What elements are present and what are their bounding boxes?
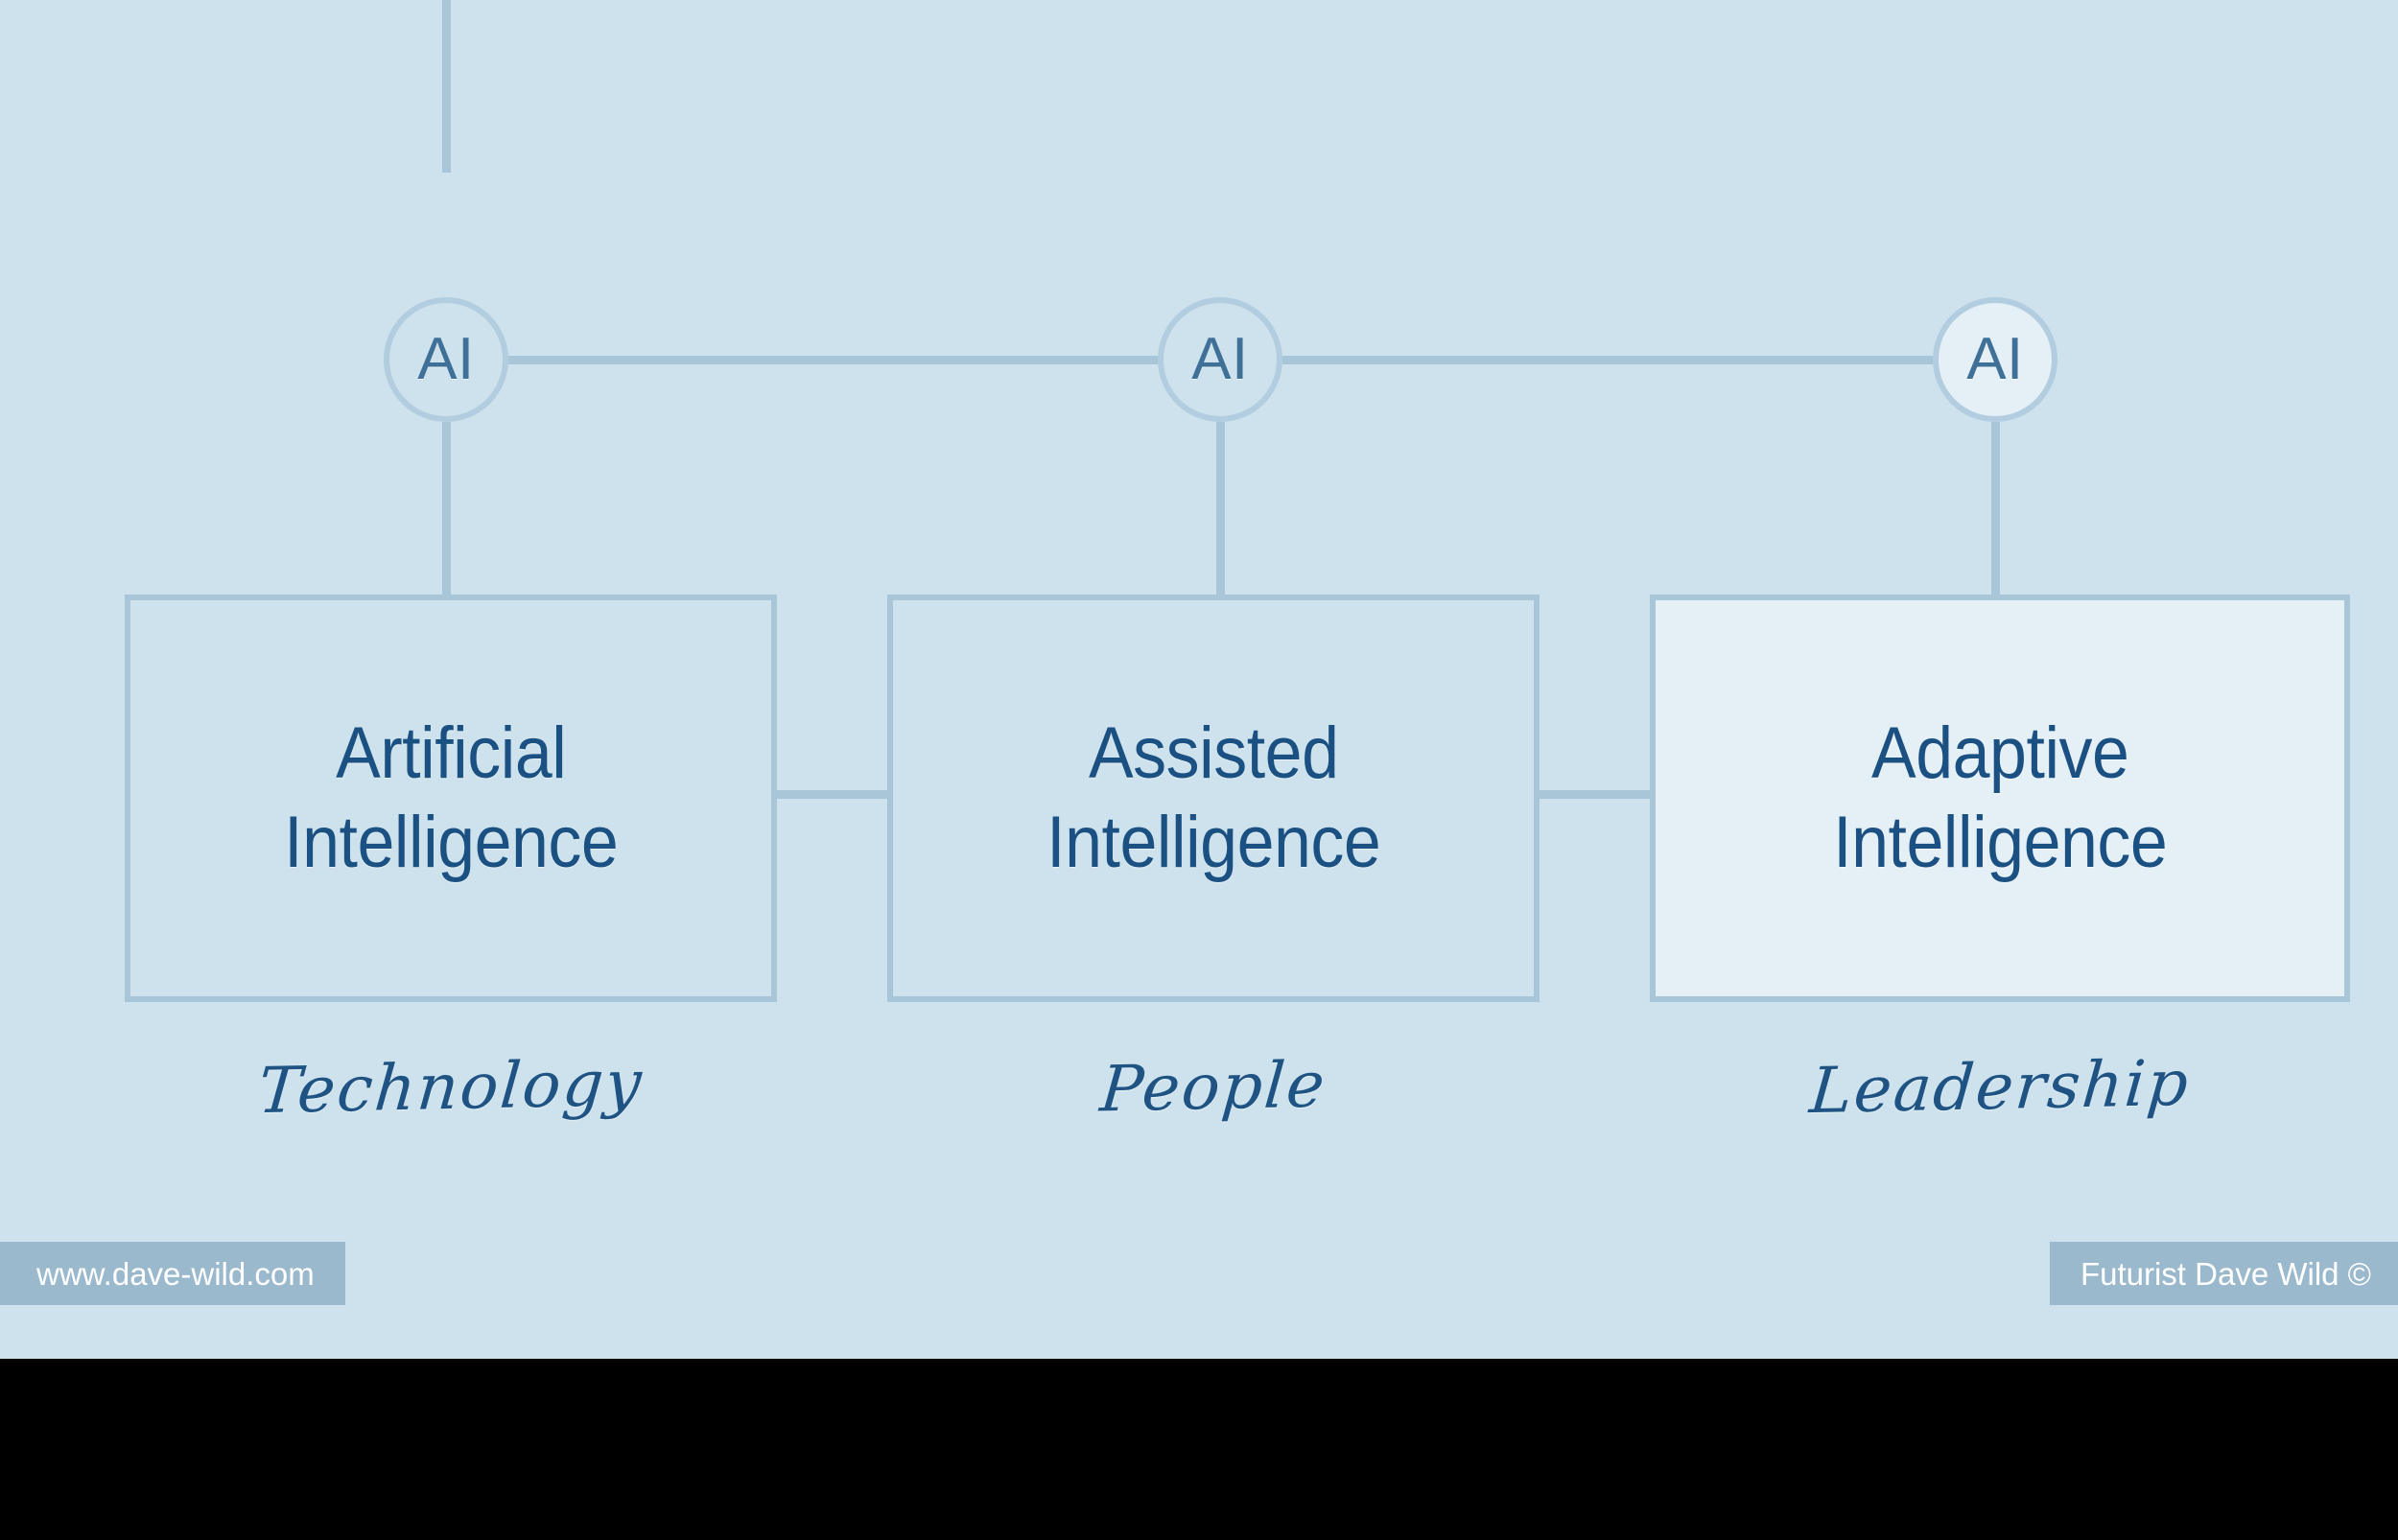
credit-badge-label: Futurist Dave Wild © bbox=[2080, 1255, 2371, 1292]
connector-node1-box1 bbox=[442, 422, 451, 595]
connector-top-stem bbox=[442, 0, 451, 173]
ai-node-2[interactable]: AI bbox=[1158, 297, 1282, 422]
concept-box-adaptive-intelligence-text: Adaptive Intelligence bbox=[1832, 710, 2168, 887]
connector-node1-node2 bbox=[504, 356, 1161, 364]
connector-node2-node3 bbox=[1282, 356, 1935, 364]
caption-leadership: Leadership bbox=[1806, 1045, 2194, 1129]
diagram-area: AI AI AI Artificial Intelligence Assiste… bbox=[0, 0, 2398, 1359]
concept-line-2: Intelligence bbox=[1046, 801, 1381, 883]
credit-badge: Futurist Dave Wild © bbox=[2049, 1242, 2398, 1305]
website-badge-label: www.dave-wild.com bbox=[36, 1255, 315, 1292]
concept-box-adaptive-intelligence[interactable]: Adaptive Intelligence bbox=[1650, 595, 2350, 1002]
ai-node-1[interactable]: AI bbox=[384, 297, 508, 422]
concept-box-assisted-intelligence[interactable]: Assisted Intelligence bbox=[887, 595, 1540, 1002]
bottom-black-band bbox=[0, 1359, 2398, 1540]
concept-line-1: Artificial bbox=[335, 712, 567, 794]
concept-line-2: Intelligence bbox=[283, 801, 619, 883]
caption-people: People bbox=[1097, 1047, 1329, 1127]
concept-line-1: Adaptive bbox=[1870, 712, 2129, 794]
ai-node-1-label: AI bbox=[417, 326, 475, 392]
caption-technology: Technology bbox=[255, 1045, 647, 1129]
ai-node-3-label: AI bbox=[1966, 326, 2024, 392]
connector-box2-box3 bbox=[1535, 790, 1655, 799]
ai-node-2-label: AI bbox=[1191, 326, 1249, 392]
connector-node3-box3 bbox=[1991, 422, 2000, 595]
concept-box-artificial-intelligence[interactable]: Artificial Intelligence bbox=[125, 595, 777, 1002]
concept-line-2: Intelligence bbox=[1832, 801, 2168, 883]
connector-node2-box2 bbox=[1216, 422, 1225, 595]
ai-node-3[interactable]: AI bbox=[1933, 297, 2057, 422]
concept-box-assisted-intelligence-text: Assisted Intelligence bbox=[1046, 710, 1381, 887]
website-badge[interactable]: www.dave-wild.com bbox=[0, 1242, 345, 1305]
concept-line-1: Assisted bbox=[1088, 712, 1339, 794]
concept-box-artificial-intelligence-text: Artificial Intelligence bbox=[283, 710, 619, 887]
connector-box1-box2 bbox=[772, 790, 892, 799]
